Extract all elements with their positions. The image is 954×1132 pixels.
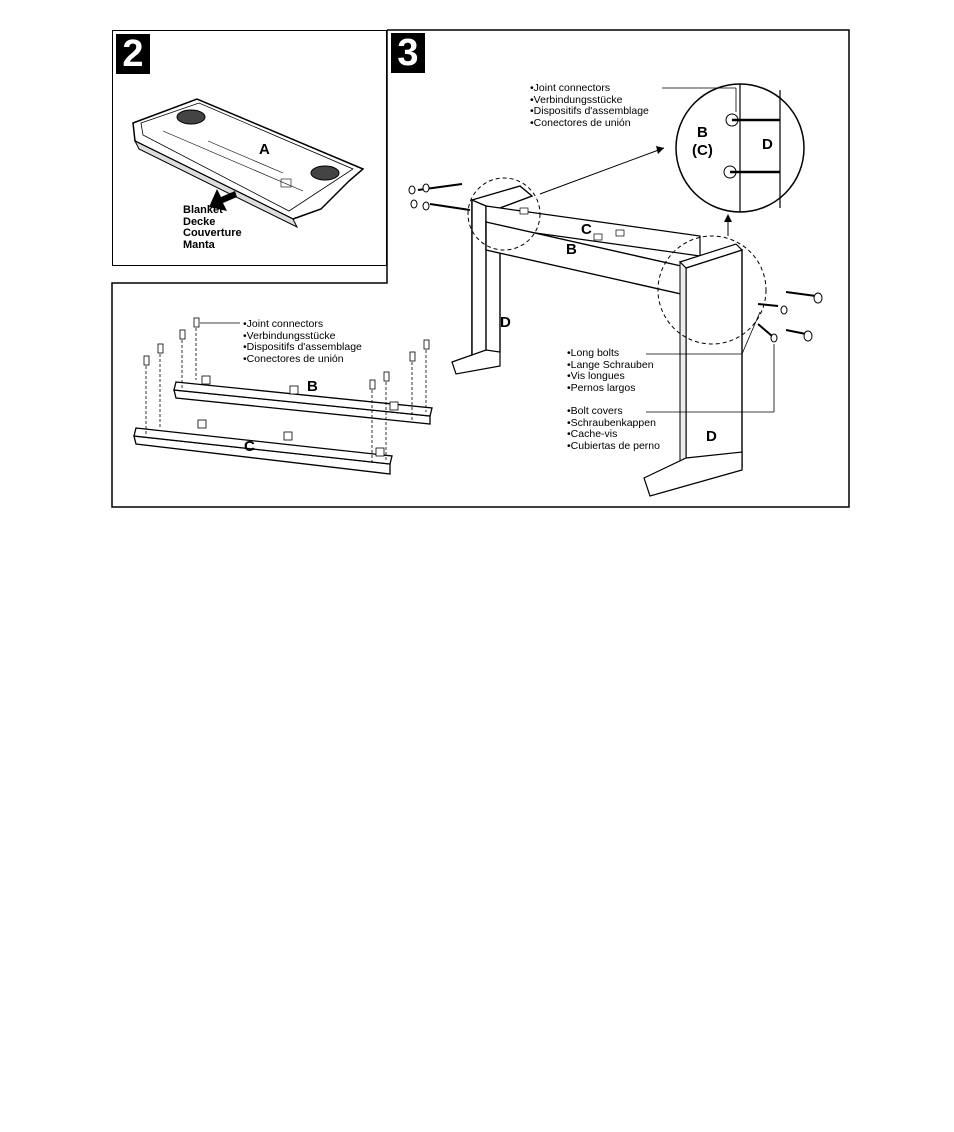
long-bolts-en: •Long bolts bbox=[567, 347, 620, 359]
blanket-label-de: Decke bbox=[183, 215, 216, 228]
long-bolts-es: •Pernos largos bbox=[567, 381, 636, 394]
joint-connectors-label: •Joint connectors •Verbindungsstücke •Di… bbox=[530, 82, 649, 129]
stand-part-d-left: D bbox=[500, 314, 511, 331]
step-3-panel bbox=[111, 29, 850, 508]
detail-part-c: (C) bbox=[692, 142, 713, 159]
panel-outline bbox=[111, 29, 850, 508]
board-part-b: B bbox=[307, 378, 318, 395]
step-3-badge: 3 bbox=[391, 33, 425, 73]
boards-joint-connectors-es: •Conectores de unión bbox=[243, 352, 344, 365]
long-bolts-fr: •Vis longues bbox=[567, 370, 625, 382]
boards-joint-connectors-de: •Verbindungsstücke bbox=[243, 329, 336, 342]
keyboard-illustration bbox=[132, 98, 365, 229]
blanket-label-es: Manta bbox=[183, 238, 215, 251]
stand-part-d-right: D bbox=[706, 428, 717, 445]
part-a-label: A bbox=[259, 141, 270, 158]
step-2-badge: 2 bbox=[116, 34, 150, 74]
long-bolts-de: •Lange Schrauben bbox=[567, 358, 654, 371]
stand-part-b: B bbox=[566, 241, 577, 258]
bolt-covers-en: •Bolt covers bbox=[567, 405, 623, 417]
board-part-c: C bbox=[244, 438, 255, 455]
step-2-panel: 2 A Blanket Decke Couverture Manta bbox=[112, 30, 387, 266]
joint-connectors-fr: •Dispositifs d'assemblage bbox=[530, 105, 649, 117]
long-bolts-label: •Long bolts •Lange Schrauben •Vis longue… bbox=[567, 347, 654, 394]
boards-joint-connectors-label: •Joint connectors •Verbindungsstücke •Di… bbox=[243, 318, 362, 365]
boards-joint-connectors-en: •Joint connectors bbox=[243, 318, 324, 330]
bolt-covers-label: •Bolt covers •Schraubenkappen •Cache-vis… bbox=[567, 405, 660, 452]
joint-connectors-de: •Verbindungsstücke bbox=[530, 93, 623, 106]
blanket-label-fr: Couverture bbox=[183, 227, 242, 239]
blanket-label-en: Blanket bbox=[183, 204, 223, 216]
detail-part-d: D bbox=[762, 136, 773, 153]
bolt-covers-de: •Schraubenkappen bbox=[567, 416, 656, 429]
detail-part-b: B bbox=[697, 124, 708, 141]
bolt-covers-es: •Cubiertas de perno bbox=[567, 439, 660, 452]
boards-joint-connectors-fr: •Dispositifs d'assemblage bbox=[243, 341, 362, 353]
joint-connectors-en: •Joint connectors bbox=[530, 82, 611, 94]
blanket-label: Blanket Decke Couverture Manta bbox=[183, 204, 242, 251]
stand-part-c: C bbox=[581, 221, 592, 238]
joint-connectors-es: •Conectores de unión bbox=[530, 116, 631, 129]
bolt-covers-fr: •Cache-vis bbox=[567, 428, 618, 440]
